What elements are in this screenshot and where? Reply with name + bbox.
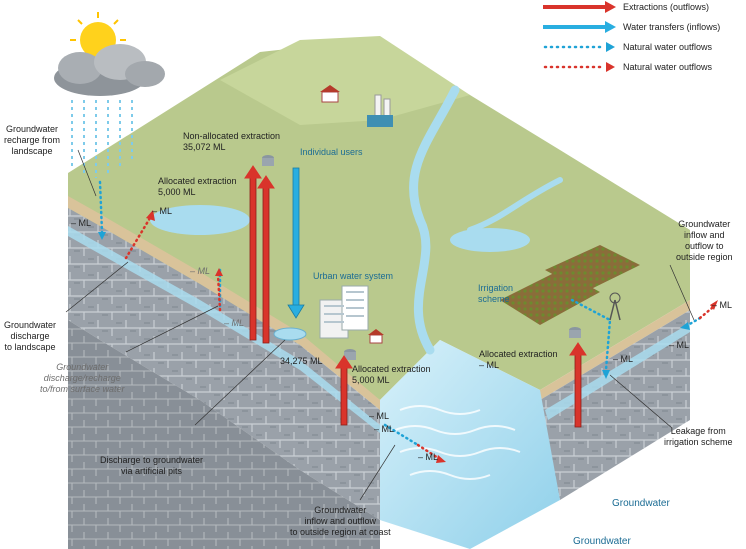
lake-left xyxy=(150,205,250,235)
aquifer-band-left xyxy=(68,226,380,433)
legend: Extractions (outflows) Water transfers (… xyxy=(543,0,743,80)
hill xyxy=(220,36,470,125)
soil-band-left xyxy=(68,196,380,410)
label-ml-coast-2: – ML xyxy=(374,424,395,434)
irrigation-field-2 xyxy=(545,245,640,292)
sea xyxy=(380,340,560,549)
extraction-arrow-mid xyxy=(335,355,353,426)
label-gw-inflow-outflow: Groundwater inflow and outflow to outsid… xyxy=(676,219,733,262)
extraction-arrow-left2 xyxy=(257,175,275,344)
rock-face-left-lower xyxy=(68,320,380,549)
windmill-icon xyxy=(609,292,621,321)
label-urban-water-system: Urban water system xyxy=(313,271,394,281)
label-ml-inflow: – ML xyxy=(669,340,690,350)
legend-blue-arrow-icon xyxy=(543,21,616,33)
building-icon xyxy=(319,285,369,339)
label-allocated-extraction-mid: Allocated extraction 5,000 ML xyxy=(352,364,431,385)
house-icon xyxy=(368,329,384,344)
label-leakage: Leakage from irrigation scheme xyxy=(664,426,733,447)
tank-icon xyxy=(262,155,274,166)
river-branch xyxy=(467,177,563,233)
leader-lines xyxy=(65,149,695,501)
rain-icon xyxy=(71,100,133,178)
label-irrigation-scheme: Irrigation scheme xyxy=(478,283,514,304)
tank-icon xyxy=(569,327,581,338)
label-ml-leakage: – ML xyxy=(613,354,634,364)
label-groundwater-1: Groundwater xyxy=(612,498,670,509)
natural-outflow-red xyxy=(124,216,714,460)
transfer-arrow xyxy=(287,167,305,319)
lake-right xyxy=(450,228,530,252)
label-allocated-extraction-right: Allocated extraction – ML xyxy=(479,349,558,370)
river xyxy=(408,85,460,355)
label-nonallocated-extraction: Non-allocated extraction 35,072 ML xyxy=(183,131,281,152)
house-icon xyxy=(320,85,340,103)
label-transfer-value: 34,275 ML xyxy=(280,356,323,366)
rock-face-left xyxy=(68,208,380,520)
legend-extractions: Extractions (outflows) xyxy=(543,0,743,14)
label-individual-users: Individual users xyxy=(300,147,363,157)
label-ml-surface-2: – ML xyxy=(224,318,245,328)
legend-dotted-blue-arrow-icon xyxy=(543,42,615,52)
label-ml-recharge: – ML xyxy=(71,218,92,228)
arrow-heads xyxy=(98,210,718,463)
artificial-pit xyxy=(273,327,307,341)
legend-natural-red: Natural water outflows xyxy=(543,60,743,74)
label-coast-flow: Groundwater inflow and outflow to outsid… xyxy=(290,505,391,537)
sea-waves xyxy=(394,405,521,480)
label-ml-outflow: – ML xyxy=(712,300,733,310)
label-ml-coast-1: – ML xyxy=(369,411,390,421)
label-discharge-pits: Discharge to groundwater via artificial … xyxy=(100,455,204,476)
legend-red-arrow-icon xyxy=(543,1,616,13)
label-groundwater-2: Groundwater xyxy=(573,536,631,547)
label-ml-surface-1: – ML xyxy=(190,266,211,276)
rock-face-right xyxy=(540,310,690,500)
cloud-icon xyxy=(54,44,165,96)
factory-icon xyxy=(367,94,393,127)
label-gw-discharge: Groundwater discharge to landscape xyxy=(4,320,57,352)
extraction-arrow-left xyxy=(244,165,262,341)
extraction-arrow-right xyxy=(569,342,587,428)
label-ml-coast-3: – ML xyxy=(418,452,439,462)
legend-dotted-red-arrow-icon xyxy=(543,62,615,72)
label-ml-discharge: – ML xyxy=(152,206,173,216)
tank-icon xyxy=(344,349,356,360)
label-gw-discharge-recharge: Groundwater discharge/recharge to/from s… xyxy=(40,362,125,394)
legend-extractions-label: Extractions (outflows) xyxy=(623,2,710,12)
legend-transfers-label: Water transfers (inflows) xyxy=(623,22,721,32)
label-allocated-extraction-left: Allocated extraction 5,000 ML xyxy=(158,176,237,197)
label-gw-recharge: Groundwater recharge from landscape xyxy=(4,124,61,156)
legend-natural-blue: Natural water outflows xyxy=(543,40,743,54)
legend-natural-red-label: Natural water outflows xyxy=(623,62,713,72)
legend-transfers: Water transfers (inflows) xyxy=(543,20,743,34)
legend-natural-blue-label: Natural water outflows xyxy=(623,42,713,52)
